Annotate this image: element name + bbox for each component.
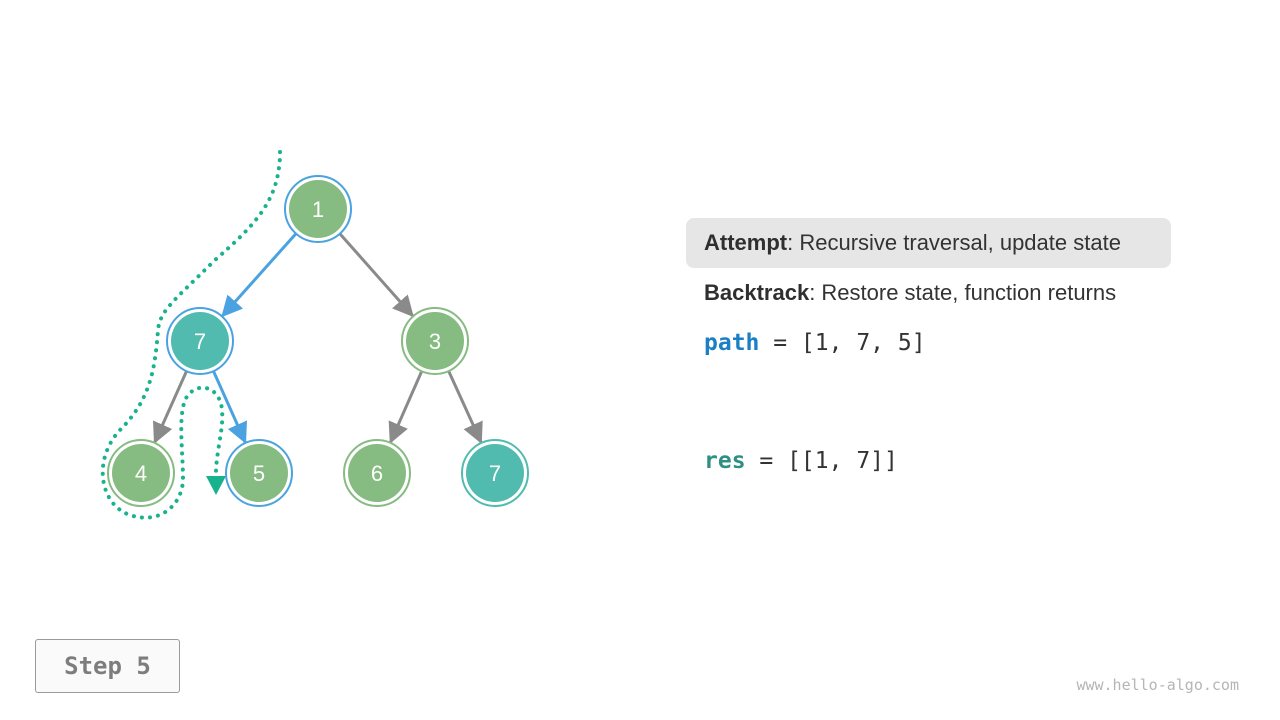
attempt-row: Attempt: Recursive traversal, update sta…: [686, 218, 1171, 268]
path-state: path = [1, 7, 5]: [704, 330, 926, 356]
traversal-trace: [100, 150, 282, 520]
edge-right-to-right-left: [388, 369, 424, 444]
edge-root-to-left: [221, 231, 298, 318]
attempt-keyword: Attempt: [704, 230, 788, 255]
node-value: 5: [253, 461, 265, 486]
node-circle: [466, 444, 524, 502]
path-value: = [1, 7, 5]: [759, 330, 926, 356]
node-value: 1: [312, 197, 324, 222]
node-value: 6: [371, 461, 383, 486]
node-circle: [112, 444, 170, 502]
tree-node-left: 7: [166, 307, 234, 375]
edge-left-to-left-left: [153, 369, 189, 444]
res-state: res = [[1, 7]]: [704, 448, 898, 474]
path-variable: path: [704, 330, 760, 356]
node-circle: [348, 444, 406, 502]
node-circle: [230, 444, 288, 502]
tree-node-right-left: 6: [343, 439, 411, 507]
node-value: 3: [429, 329, 441, 354]
tree-node-left-left: 4: [107, 439, 175, 507]
watermark: www.hello-algo.com: [1076, 676, 1239, 694]
tree-node-right: 3: [401, 307, 469, 375]
trace-arrowhead: [206, 476, 226, 495]
node-circle: [289, 180, 347, 238]
legend-panel: Attempt: Recursive traversal, update sta…: [686, 218, 1171, 318]
backtrack-keyword: Backtrack: [704, 280, 810, 305]
step-badge: Step 5: [35, 639, 180, 693]
backtrack-text: : Restore state, function returns: [809, 280, 1117, 305]
node-circle: [171, 312, 229, 370]
edge-root-to-right: [338, 231, 414, 318]
node-circle: [406, 312, 464, 370]
node-value: 4: [135, 461, 147, 486]
res-value: = [[1, 7]]: [745, 448, 898, 474]
attempt-text: : Recursive traversal, update state: [787, 230, 1121, 255]
backtrack-row: Backtrack: Restore state, function retur…: [686, 268, 1171, 318]
res-variable: res: [704, 448, 746, 474]
node-value: 7: [194, 329, 206, 354]
tree-node-root: 1: [284, 175, 352, 243]
tree-node-left-right: 5: [225, 439, 293, 507]
tree-node-right-right: 7: [461, 439, 529, 507]
node-value: 7: [489, 461, 501, 486]
tree-diagram: 1 7 3 4 5 6 7: [100, 150, 529, 520]
edge-left-to-left-right: [211, 369, 247, 444]
edge-right-to-right-right: [446, 369, 483, 444]
